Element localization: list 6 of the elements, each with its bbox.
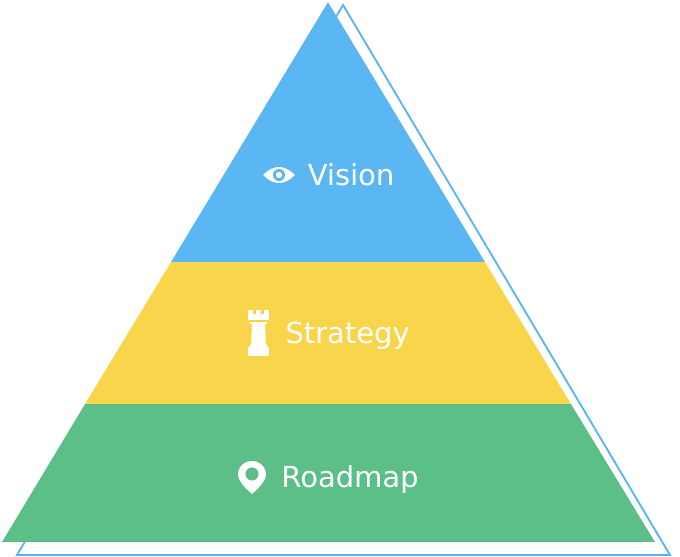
pyramid-tier bbox=[85, 262, 571, 404]
pyramid-apex bbox=[171, 2, 485, 262]
tier-label: Strategy bbox=[285, 316, 410, 350]
tier-label: Vision bbox=[308, 158, 394, 192]
tier-label: Roadmap bbox=[281, 460, 419, 494]
pyramid-tier bbox=[2, 404, 655, 542]
